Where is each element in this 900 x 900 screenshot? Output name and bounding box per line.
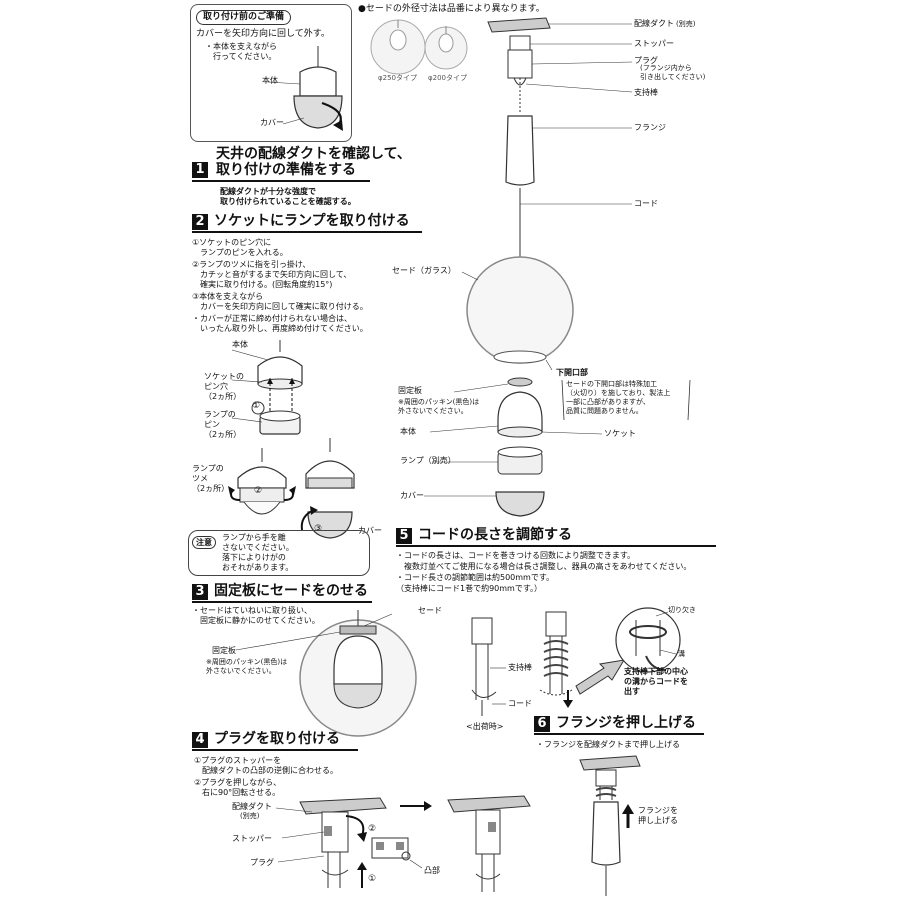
step2-instruction-3: ③本体を支えながら カバーを矢印方向に回して確実に取り付ける。 <box>192 292 368 311</box>
part-lamp-label: ランプ（別売） <box>400 456 456 465</box>
part-socket-label: ソケット <box>604 429 636 438</box>
part-duct-label: 配線ダクト <box>634 19 674 28</box>
part-cover-label: カバー <box>400 491 424 500</box>
step1-number: 1 <box>192 162 208 178</box>
step4-duct-sub: (別売) <box>240 812 260 820</box>
step5-desc-3: ・コード長さの調節範囲は約500mmです。 <box>396 573 555 582</box>
step5-callout: 支持棒下部の中心 の溝からコードを 出す <box>624 667 688 696</box>
step3-description: ・セードはていねいに取り扱い、 固定板に静かにのせてください。 <box>192 606 320 625</box>
step4-number: 4 <box>192 732 208 748</box>
step4-stopper-label: ストッパー <box>232 834 272 843</box>
part-lower-opening-label: 下開口部 <box>556 368 588 377</box>
step2-title: ソケットにランプを取り付ける <box>214 213 410 229</box>
step2-body-label: 本体 <box>232 340 248 349</box>
step5-shipping-label: <出荷時> <box>466 722 504 731</box>
part-stopper-label: ストッパー <box>634 39 674 48</box>
step4-mark-1: ① <box>368 874 377 884</box>
step5-number: 5 <box>396 528 412 544</box>
step4-instruction-1: ①プラグのストッパーを 配線ダクトの凸部の逆側に合わせる。 <box>194 756 338 775</box>
step1-description: 配線ダクトが十分な強度で 取り付けられていることを確認する。 <box>220 187 356 206</box>
caution-box <box>188 530 370 576</box>
preparation-instruction: カバーを矢印方向に回して外す。 <box>196 29 330 39</box>
part-plug-note: (フランジ内から 引き出してください) <box>640 64 706 81</box>
step2-instruction-2: ②ランプのツメに指を引っ掛け、 カチッと音がするまで矢印方向に回して、 確実に取… <box>192 260 352 289</box>
step3-plate-note: ※周囲のパッキン(黒色)は 外さないでください。 <box>206 658 288 675</box>
shade-size-note: ●セードの外径寸法は品番により異なります。 <box>358 4 545 14</box>
step3-shade-label: セード <box>418 606 442 615</box>
step3-plate-label: 固定板 <box>212 646 236 655</box>
step5-desc-4: （支持棒にコード1巻で約90mmです。） <box>396 584 543 593</box>
part-lower-opening-note: セードの下開口部は特殊加工 （火切り）を施しており、製法上 一部に凸部があります… <box>566 380 671 415</box>
size-200-label: φ200タイプ <box>428 74 467 82</box>
step2-mark-1: ① <box>252 401 261 411</box>
step2-number: 2 <box>192 214 208 230</box>
preparation-tag: 取り付け前のご準備 <box>196 10 292 25</box>
part-shade-label: セード（ガラス） <box>392 266 456 275</box>
part-plate-label: 固定板 <box>398 386 422 395</box>
step2-mark-2: ② <box>254 486 263 496</box>
step5-title: コードの長さを調節する <box>418 527 572 543</box>
step3-number: 3 <box>192 584 208 600</box>
step3-rule <box>192 601 372 603</box>
step2-pinhole-label: ソケットの ピン穴 （2ヵ所） <box>204 372 244 401</box>
part-body-label: 本体 <box>400 427 416 436</box>
part-plate-note: ※周囲のパッキン(黒色)は 外さないでください。 <box>398 398 480 415</box>
part-flange-label: フランジ <box>634 123 666 132</box>
prep-body-label: 本体 <box>262 76 278 85</box>
caution-tag: 注意 <box>192 536 216 549</box>
step5-desc-2: 複数灯並べてご使用になる場合は長さ調整し、器具の高さをあわせてください。 <box>396 562 692 571</box>
step3-title: 固定板にセードをのせる <box>214 583 368 599</box>
step4-mark-2: ② <box>368 824 377 834</box>
step6-title: フランジを押し上げる <box>556 715 696 731</box>
step5-groove-label: 溝 <box>678 650 685 658</box>
step4-instruction-2: ②プラグを押しながら、 右に90°回転させる。 <box>194 778 282 797</box>
step4-duct-label: 配線ダクト <box>232 802 272 811</box>
step2-claw-label: ランプの ツメ （2ヵ所） <box>192 464 230 493</box>
step4-plug-label: プラグ <box>250 858 274 867</box>
step6-number: 6 <box>534 716 550 732</box>
preparation-box <box>190 4 352 142</box>
step6-push-label: フランジを 押し上げる <box>638 806 678 825</box>
step2-mark-3: ③ <box>314 524 323 534</box>
prep-cover-label: カバー <box>260 118 284 127</box>
step1-title-line1: 天井の配線ダクトを確認して、 <box>216 146 411 162</box>
step6-description: ・フランジを配線ダクトまで押し上げる <box>536 740 680 749</box>
step5-notch-label: 切り欠き <box>668 606 696 614</box>
step2-rule <box>192 231 422 233</box>
step2-instruction-4: ・カバーが正常に締め付けられない場合は、 いったん取り外し、再度締め付けてくださ… <box>192 314 368 333</box>
step4-title: プラグを取り付ける <box>214 731 340 747</box>
part-rod-label: 支持棒 <box>634 88 658 97</box>
step5-desc-1: ・コードの長さは、コードを巻きつける回数により調整できます。 <box>396 551 636 560</box>
step6-rule <box>534 733 704 735</box>
size-250-label: φ250タイプ <box>378 74 417 82</box>
step5-rod-label: 支持棒 <box>508 663 532 672</box>
part-duct-sub: (別売) <box>676 20 696 28</box>
part-cord-label: コード <box>634 199 658 208</box>
step4-rule <box>192 749 358 751</box>
step5-cord-label: コード <box>508 699 532 708</box>
part-plug-label: プラグ <box>634 56 658 65</box>
step2-pin-label: ランプの ピン （2ヵ所） <box>204 410 242 439</box>
step5-rule <box>396 545 716 547</box>
preparation-note: ・本体を支えながら 行ってください。 <box>205 42 277 61</box>
step4-convex-label: 凸部 <box>424 866 440 875</box>
step2-cover-label: カバー <box>358 526 382 535</box>
step1-title-line2: 取り付けの準備をする <box>216 162 356 178</box>
step2-instruction-1: ①ソケットのピン穴に ランプのピンを入れる。 <box>192 238 288 257</box>
caution-text: ランプから手を離 さないでください。 落下によりけがの おそれがあります。 <box>222 533 294 572</box>
step1-rule <box>192 180 370 182</box>
